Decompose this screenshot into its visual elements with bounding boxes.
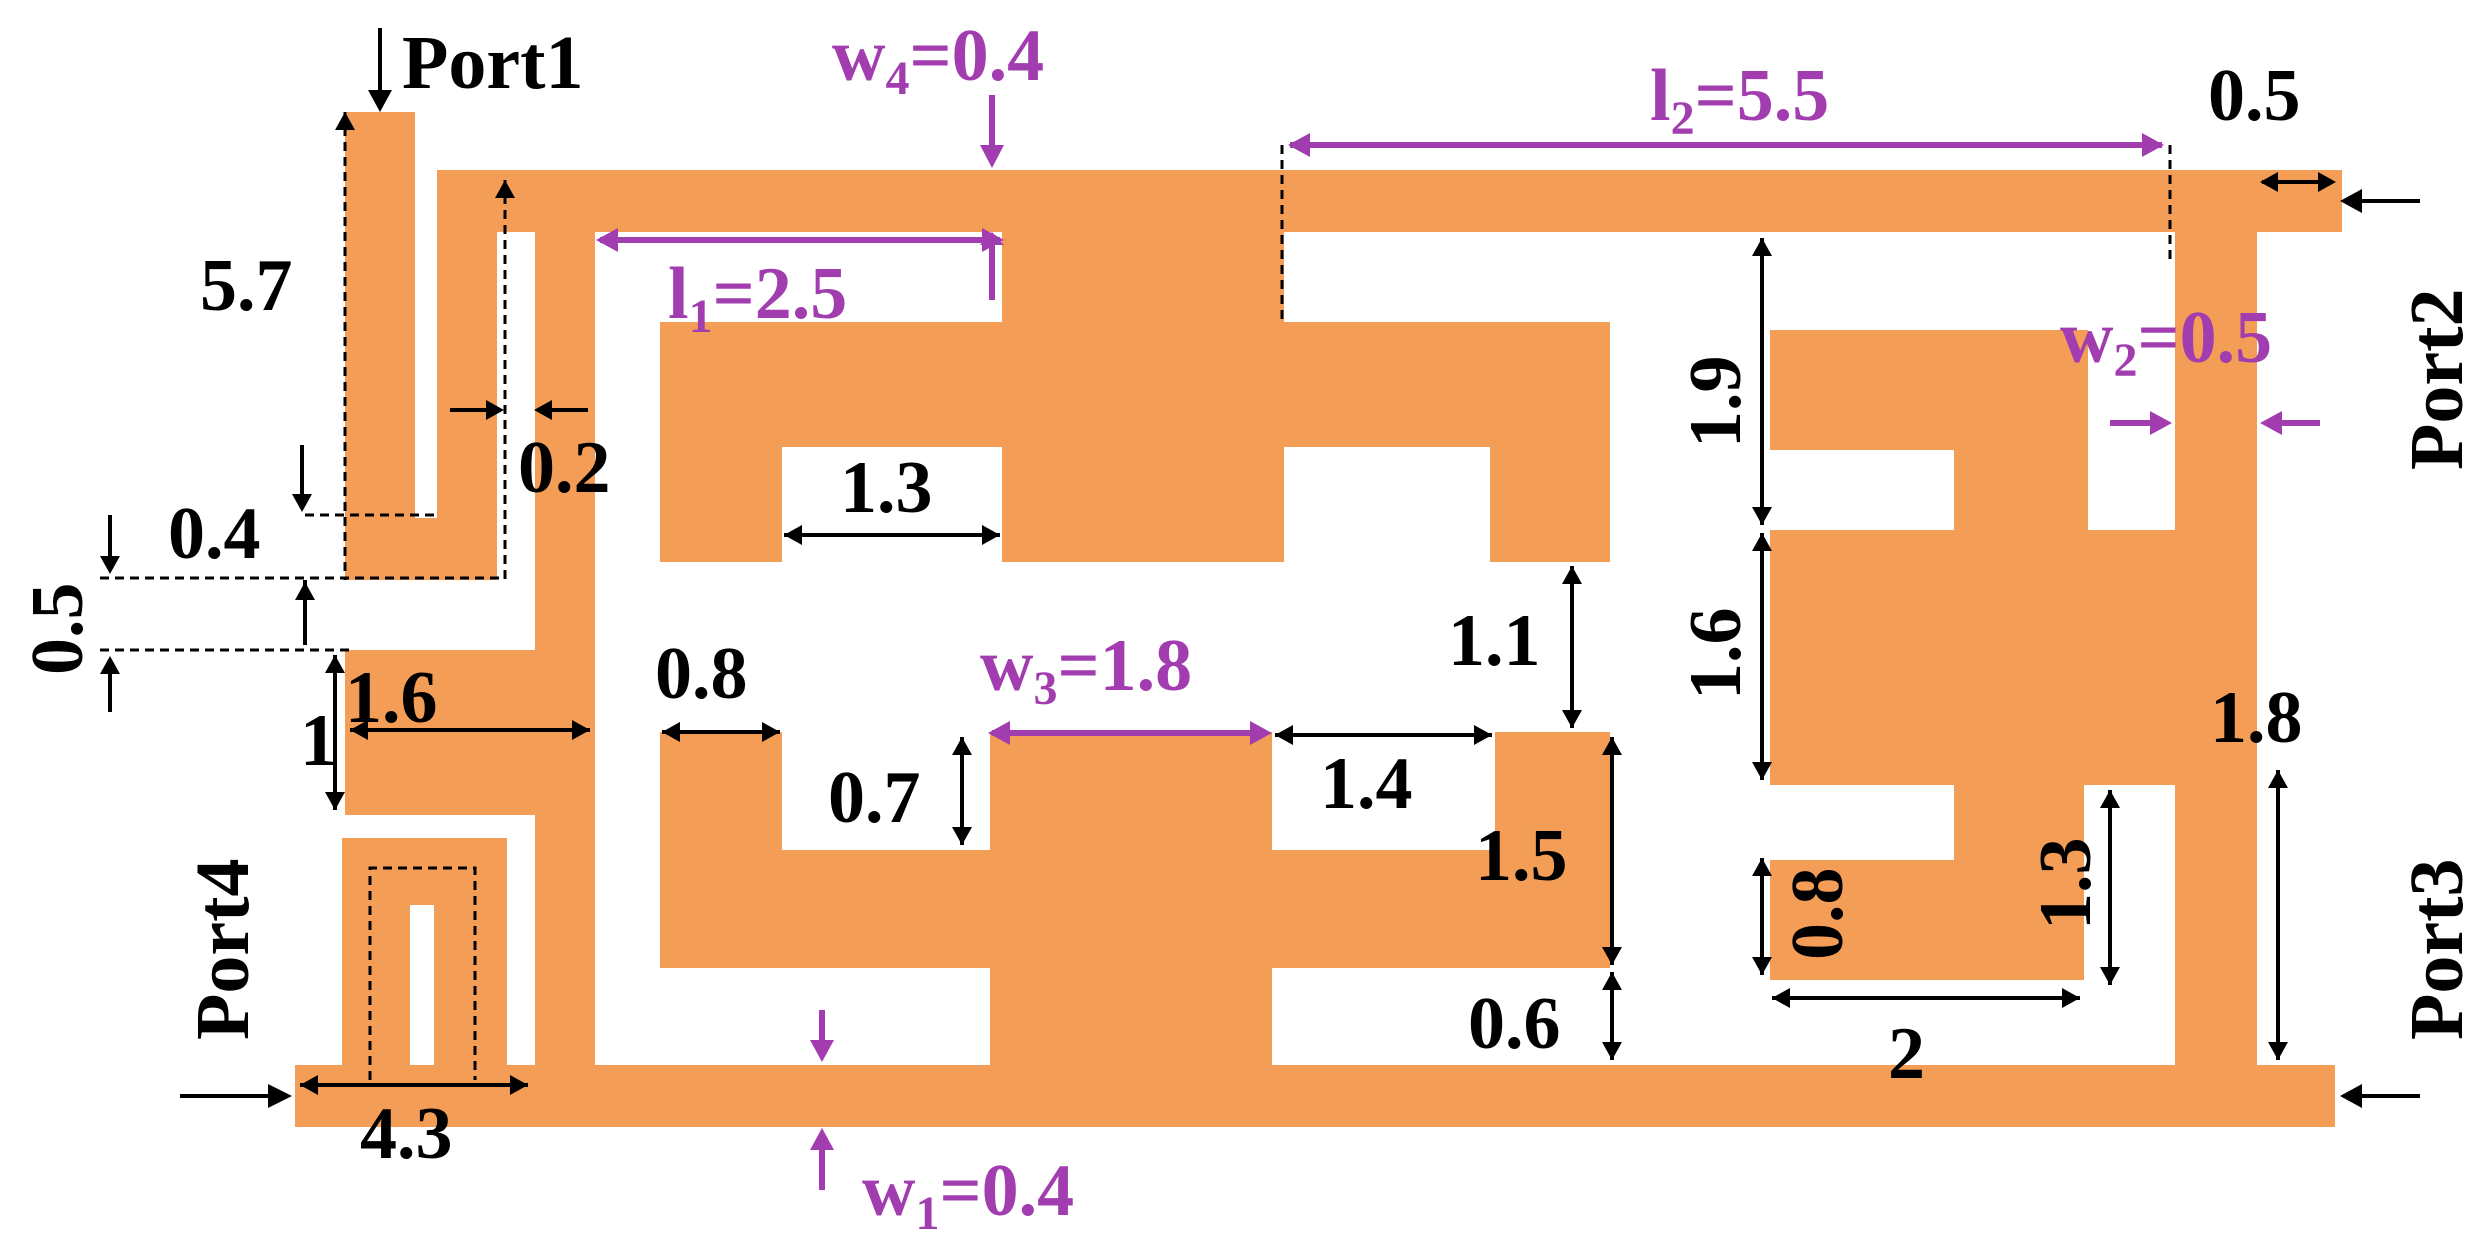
dim-1-6-left: 1.6 (345, 657, 438, 739)
port1-group: Port1 (368, 21, 583, 112)
right-block-middle (1770, 530, 2257, 785)
param-w1: w1=0.4 (810, 1010, 1074, 1240)
dim-5-7: 5.7 (200, 245, 293, 327)
port2-group: Port2 (2340, 189, 2479, 470)
port1-label: Port1 (402, 21, 583, 105)
port1-feed-vertical (345, 112, 415, 580)
w4-text: w4=0.4 (832, 15, 1044, 105)
upper-block-slot-left (782, 447, 1002, 562)
lower-block-slot-right (1272, 732, 1495, 850)
port2-label: Port2 (2395, 289, 2479, 470)
dim-1-9: 1.9 (1675, 356, 1757, 449)
param-l1: l1=2.5 (596, 228, 1004, 343)
w3-label: w3=1.8 (980, 625, 1192, 715)
dim-1: 1 (300, 700, 337, 782)
left-vertical-line (535, 170, 595, 1127)
dim-0-8-right: 0.8 (1777, 868, 1859, 961)
lower-block-left-tooth (660, 732, 782, 862)
dim-1-1: 1.1 (1448, 600, 1541, 682)
dim-0-4: 0.4 (168, 493, 261, 575)
upper-block-slot-right (1284, 447, 1490, 562)
l1-label: l1=2.5 (668, 253, 847, 343)
dim-0-5-top: 0.5 (2208, 55, 2301, 137)
dim-2: 2 (1888, 1013, 1925, 1095)
dim-1-6-right: 1.6 (1675, 608, 1757, 701)
param-w2: w2=0.5 (2060, 297, 2320, 435)
dim-0-6: 0.6 (1468, 983, 1561, 1065)
dimension-lines: 0.5 5.7 0.2 0.4 0.5 1.6 (17, 55, 2336, 1175)
dim-0-2: 0.2 (518, 427, 611, 509)
port1-slot (415, 232, 437, 518)
top-line (437, 170, 2332, 232)
lower-block-center (990, 732, 1272, 1072)
port4-feed (295, 1065, 507, 1127)
port4-group: Port4 (180, 859, 292, 1108)
dim-1-5: 1.5 (1475, 815, 1568, 897)
copper-layout (295, 112, 2342, 1127)
port4-label: Port4 (181, 859, 265, 1040)
right-block-gap-top (2088, 232, 2175, 530)
layout-cutouts (410, 232, 2175, 1065)
port4-slot (410, 905, 434, 1065)
dim-0-8: 0.8 (655, 633, 748, 715)
param-w4: w4=0.4 (832, 15, 1044, 300)
l2-label: l2=5.5 (1650, 55, 1829, 145)
lower-block-right-tooth (1495, 732, 1610, 862)
dim-1-3-mid: 1.3 (840, 447, 933, 529)
left-arm (345, 650, 595, 815)
dim-0-7: 0.7 (828, 757, 921, 839)
param-l2: l2=5.5 (1280, 55, 2172, 320)
right-block-slot-bottom-right (2084, 785, 2175, 1065)
port1-feed-inner (437, 170, 497, 580)
port3-group: Port3 (2340, 859, 2479, 1108)
dim-1-3-right: 1.3 (2025, 838, 2107, 931)
lower-block-bottom-right (1272, 968, 1610, 1065)
bottom-line (295, 1065, 2335, 1127)
dim-1-8: 1.8 (2210, 677, 2303, 759)
port1-feed-bottom (345, 518, 497, 580)
param-w3: w3=1.8 (980, 625, 1272, 745)
dim-0-5-left: 0.5 (17, 583, 99, 676)
right-block-slot-top (1770, 450, 1954, 530)
dim-1-4: 1.4 (1320, 743, 1413, 825)
port3-label: Port3 (2395, 859, 2479, 1040)
w1-label: w1=0.4 (862, 1150, 1074, 1240)
w2-label: w2=0.5 (2060, 297, 2272, 387)
dim-4-3: 4.3 (360, 1093, 453, 1175)
w4-label: w4=0.4 (832, 15, 1044, 105)
upper-block-neck (1002, 170, 1284, 330)
right-block-lower-right (1954, 785, 2084, 980)
right-block-slot-bottom-left (1770, 785, 1954, 860)
